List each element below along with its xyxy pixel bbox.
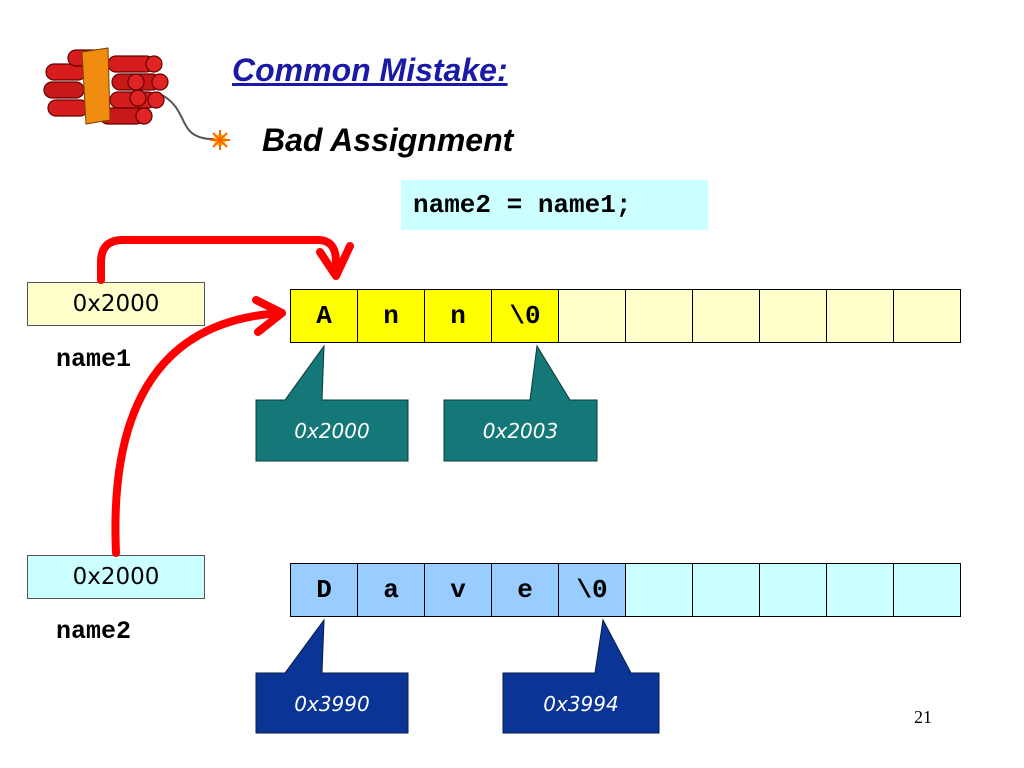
array-cell: v [424,563,492,617]
array-ann: A n n \0 [290,289,961,343]
name1-arrowhead [316,242,354,280]
dynamite-icon [43,47,230,150]
array-cell [625,289,693,343]
array-cell [759,563,827,617]
array-cell [826,563,894,617]
callout-label-0x2003: 0x2003 [482,419,559,443]
callout-0x3994 [502,618,660,734]
name1-arrow [97,236,340,284]
name2-label: name2 [56,617,132,646]
array-cell [893,289,961,343]
array-cell: D [290,563,358,617]
array-cell [826,289,894,343]
callout-0x2003 [443,344,598,462]
array-cell [692,289,760,343]
slide-title: Common Mistake: [232,52,508,88]
array-cell: \0 [558,563,626,617]
callout-0x2000 [255,344,409,462]
name1-label: name1 [56,345,132,374]
slide-subtitle: Bad Assignment [262,122,514,158]
array-cell [558,289,626,343]
page-number: 21 [914,707,932,727]
name1-pointer-box: 0x2000 [27,282,205,326]
array-cell: A [290,289,358,343]
callout-0x3990 [255,618,409,734]
array-cell [692,563,760,617]
name2-arrow [111,309,286,557]
array-cell [625,563,693,617]
callout-label-0x3990: 0x3990 [294,692,370,716]
code-snippet: name2 = name1; [401,180,708,230]
name2-pointer-box: 0x2000 [27,555,205,599]
name2-arrowhead [252,296,286,336]
callout-label-0x2000: 0x2000 [294,419,370,443]
array-cell: e [491,563,559,617]
array-cell [893,563,961,617]
array-cell: n [357,289,425,343]
array-cell: n [424,289,492,343]
callout-label-0x3994: 0x3994 [543,692,619,716]
array-dave: D a v e \0 [290,563,961,617]
